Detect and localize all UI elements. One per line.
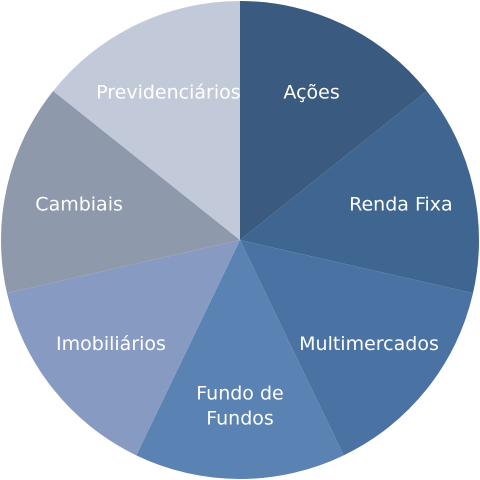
pie-slice-label-line: Renda Fixa bbox=[349, 193, 453, 215]
pie-slice-label-line: Fundo de bbox=[196, 383, 283, 405]
pie-slice-label-line: Ações bbox=[283, 81, 339, 103]
pie-slice-0 bbox=[240, 1, 427, 240]
pie-slice-1 bbox=[240, 90, 480, 294]
pie-slice-label-5: Cambiais bbox=[35, 193, 123, 215]
pie-slice-label-0: Ações bbox=[283, 81, 339, 103]
pie-slice-label-line: Multimercados bbox=[299, 333, 439, 355]
pie-slice-label-4: Imobiliários bbox=[56, 333, 166, 355]
pie-slice-label-line: Fundos bbox=[206, 408, 274, 430]
pie-slice-3 bbox=[136, 240, 344, 479]
pie-slice-label-6: Previdenciários bbox=[96, 81, 241, 103]
pie-slice-label-2: Multimercados bbox=[299, 333, 439, 355]
pie-slice-label-line: Cambiais bbox=[35, 193, 123, 215]
pie-slice-label-1: Renda Fixa bbox=[349, 193, 453, 215]
pie-slice-5 bbox=[0, 90, 240, 294]
pie-slice-label-line: Previdenciários bbox=[96, 81, 241, 103]
pie-slice-2 bbox=[240, 240, 474, 456]
pie-slice-4 bbox=[6, 240, 240, 456]
pie-slice-label-3: Fundo de Fundos bbox=[196, 383, 283, 430]
pie-slice-label-line: Imobiliários bbox=[56, 333, 166, 355]
pie-slice-6 bbox=[53, 1, 240, 240]
